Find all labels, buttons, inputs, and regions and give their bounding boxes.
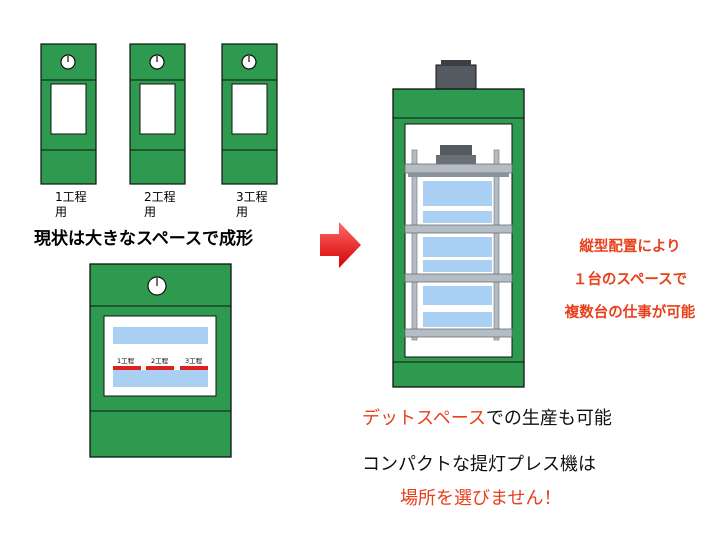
die-stage-3-lower bbox=[423, 312, 492, 327]
production-possible-text: での生産も可能 bbox=[485, 408, 612, 429]
small-press-3 bbox=[221, 43, 278, 185]
combined-step-1-label: 1工程 bbox=[117, 357, 135, 365]
small-press-1-label: 1工程 用 bbox=[55, 190, 87, 219]
small-press-2 bbox=[129, 43, 186, 185]
right-note-line-1: 縦型配置により bbox=[579, 239, 681, 255]
step-marker-3 bbox=[180, 366, 208, 370]
right-note-line-2: １台のスペースで bbox=[572, 272, 688, 288]
dead-space-text: デットスペース bbox=[362, 408, 486, 429]
combined-step-2-label: 2工程 bbox=[151, 357, 169, 365]
headline: 現状は大きなスペースで成形 bbox=[34, 229, 253, 249]
combined-step-3-label: 3工程 bbox=[185, 357, 203, 365]
die-stage-2-upper bbox=[423, 237, 492, 257]
small-press-3-label: 3工程 用 bbox=[236, 190, 268, 219]
small-press-2-label: 2工程 用 bbox=[144, 190, 176, 219]
die-stage-3-upper bbox=[423, 286, 492, 305]
transition-arrow bbox=[320, 222, 361, 268]
large-combined-press bbox=[89, 263, 232, 458]
die-stage-2-lower bbox=[423, 260, 492, 272]
small-press-1 bbox=[40, 43, 97, 185]
vertical-lantern-press bbox=[392, 60, 525, 388]
lower-die bbox=[113, 370, 208, 387]
right-note-line-3: 複数台の仕事が可能 bbox=[564, 305, 696, 321]
upper-die bbox=[113, 327, 208, 344]
die-stage-1-lower bbox=[423, 211, 492, 223]
bottom-line-1: デットスペースでの生産も可能 bbox=[362, 404, 612, 430]
step-marker-2 bbox=[146, 366, 174, 370]
step-marker-1 bbox=[113, 366, 141, 370]
bottom-line-3: 場所を選びません！ bbox=[400, 488, 562, 509]
die-stage-1-upper bbox=[423, 181, 492, 206]
bottom-line-2: コンパクトな提灯プレス機は bbox=[362, 454, 596, 475]
